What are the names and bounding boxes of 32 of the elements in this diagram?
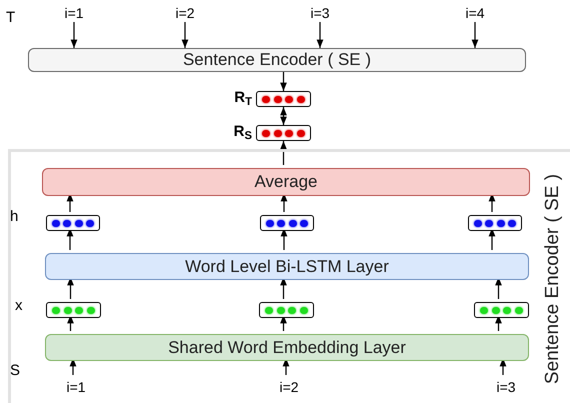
- index-label: i=2: [175, 5, 195, 21]
- arrow: [472, 22, 478, 48]
- index-label: i=3: [310, 5, 330, 21]
- vector-label: R$_{S}$: [234, 122, 252, 142]
- index-label: i=1: [66, 379, 86, 395]
- arrow: [182, 22, 188, 48]
- layer-box: Shared Word Embedding Layer: [45, 334, 529, 361]
- row-label: x: [15, 297, 22, 315]
- arrow: [70, 22, 78, 48]
- arrow: [280, 141, 287, 165]
- arrow: [280, 72, 287, 91]
- vector-box: [46, 215, 100, 231]
- vector-label: R$_{T}$: [234, 88, 252, 108]
- index-label: i=2: [279, 379, 299, 395]
- vector-box: [474, 302, 529, 318]
- encoder-panel: [8, 149, 570, 403]
- vector-box: [468, 215, 522, 231]
- layer-box: Word Level Bi-LSTM Layer: [45, 253, 529, 280]
- panel-title: Sentence Encoder ( SE ): [541, 172, 564, 386]
- row-label: T: [6, 9, 16, 27]
- index-label: i=3: [496, 379, 516, 395]
- vector-box: [259, 302, 314, 318]
- index-label: i=4: [465, 5, 485, 21]
- arrow: [280, 107, 287, 125]
- vector-box: [260, 215, 314, 231]
- layer-box: Average: [42, 168, 530, 196]
- index-label: i=1: [64, 5, 84, 21]
- arrow: [316, 22, 324, 48]
- row-label: h: [10, 208, 18, 226]
- row-label: S: [10, 362, 20, 380]
- layer-box: Sentence Encoder ( SE ): [28, 48, 526, 72]
- vector-box: [46, 302, 101, 318]
